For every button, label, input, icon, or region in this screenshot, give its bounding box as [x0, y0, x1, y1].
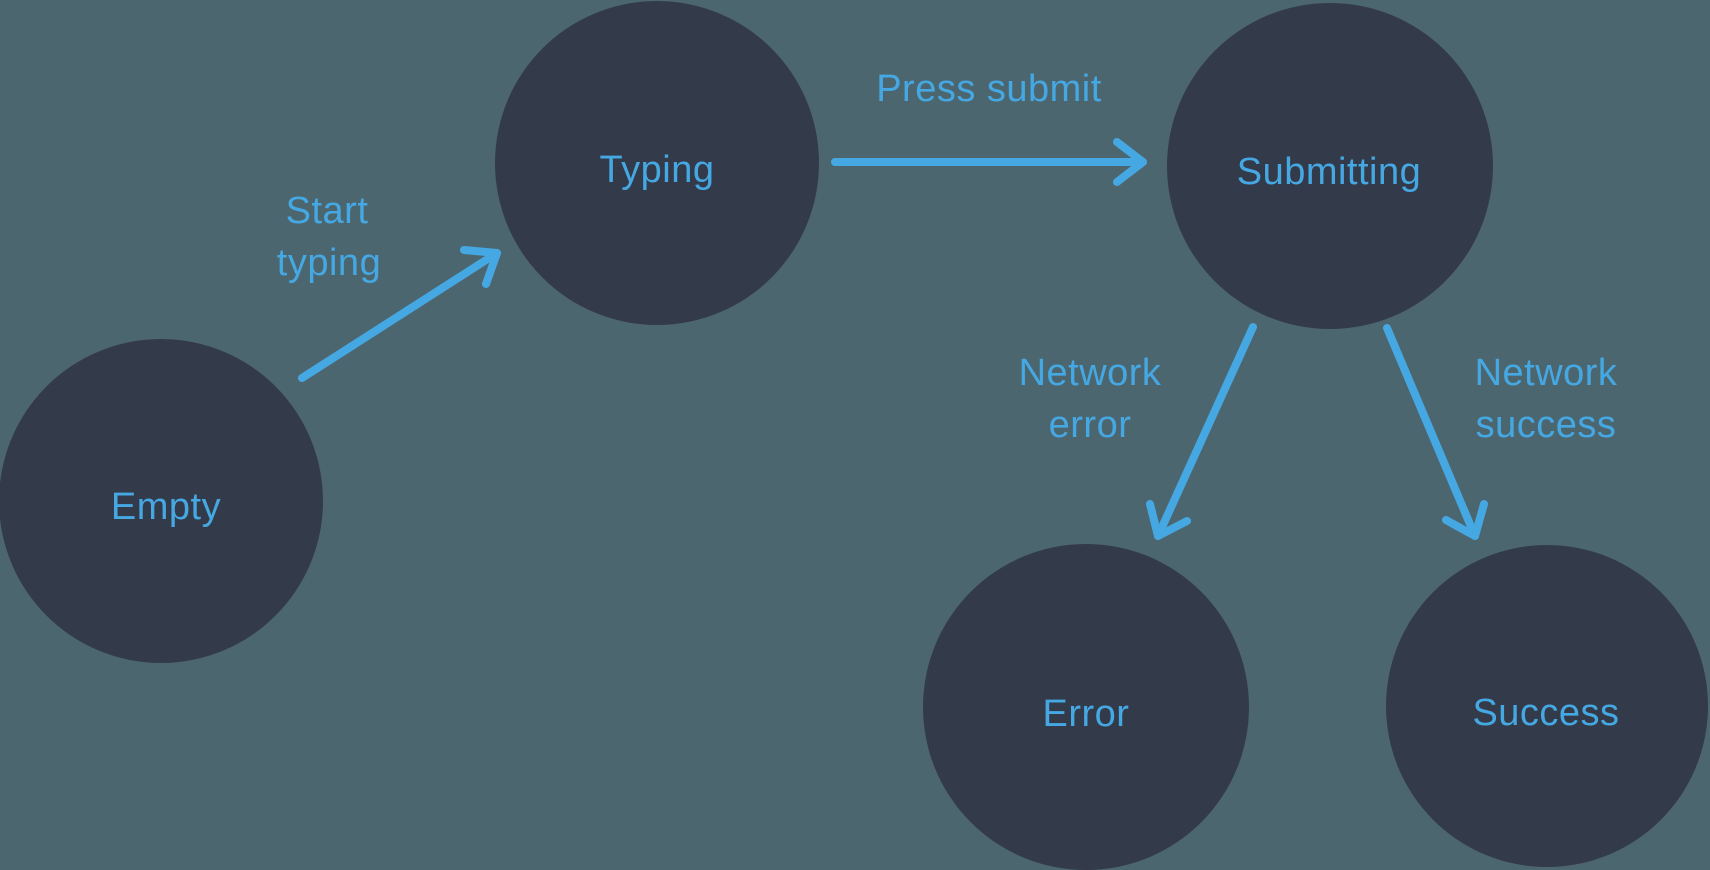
arrow-shaft	[1154, 323, 1257, 540]
state-circle	[923, 544, 1249, 870]
transition-network-success: Network success	[1383, 324, 1618, 540]
arrow-head-icon	[1442, 500, 1488, 540]
state-circle	[1386, 545, 1708, 867]
state-node-typing: Typing	[495, 1, 819, 325]
state-circle	[495, 1, 819, 325]
arrow-head-icon	[1146, 500, 1191, 540]
arrow-shaft	[298, 249, 501, 382]
state-label: Error	[1043, 693, 1130, 735]
state-node-error: Error	[923, 544, 1249, 870]
arrow-head-icon	[1113, 138, 1147, 186]
state-node-success: Success	[1386, 545, 1708, 867]
state-label: Submitting	[1237, 151, 1422, 193]
state-label: Empty	[111, 486, 221, 528]
transition-press-submit: Press submit	[831, 68, 1147, 186]
transition-label-line: Network	[1019, 352, 1162, 394]
state-circle	[0, 339, 323, 663]
state-node-submitting: Submitting	[1167, 3, 1493, 329]
transition-label-line: Network	[1475, 352, 1618, 394]
transition-label-line: typing	[277, 242, 381, 284]
state-label: Typing	[600, 149, 715, 191]
state-circle	[1167, 3, 1493, 329]
state-node-empty: Empty	[0, 339, 323, 663]
transition-label-line: Press submit	[876, 68, 1102, 110]
transition-start-typing: Start typing	[277, 190, 501, 382]
arrow-shaft	[1383, 324, 1479, 540]
transition-label-line: Start	[286, 190, 369, 232]
state-label: Success	[1472, 692, 1619, 734]
arrow-head-icon	[460, 246, 501, 288]
transition-network-error: Network error	[1019, 323, 1257, 540]
transition-label-line: error	[1049, 404, 1132, 446]
transition-label-line: success	[1476, 404, 1617, 446]
